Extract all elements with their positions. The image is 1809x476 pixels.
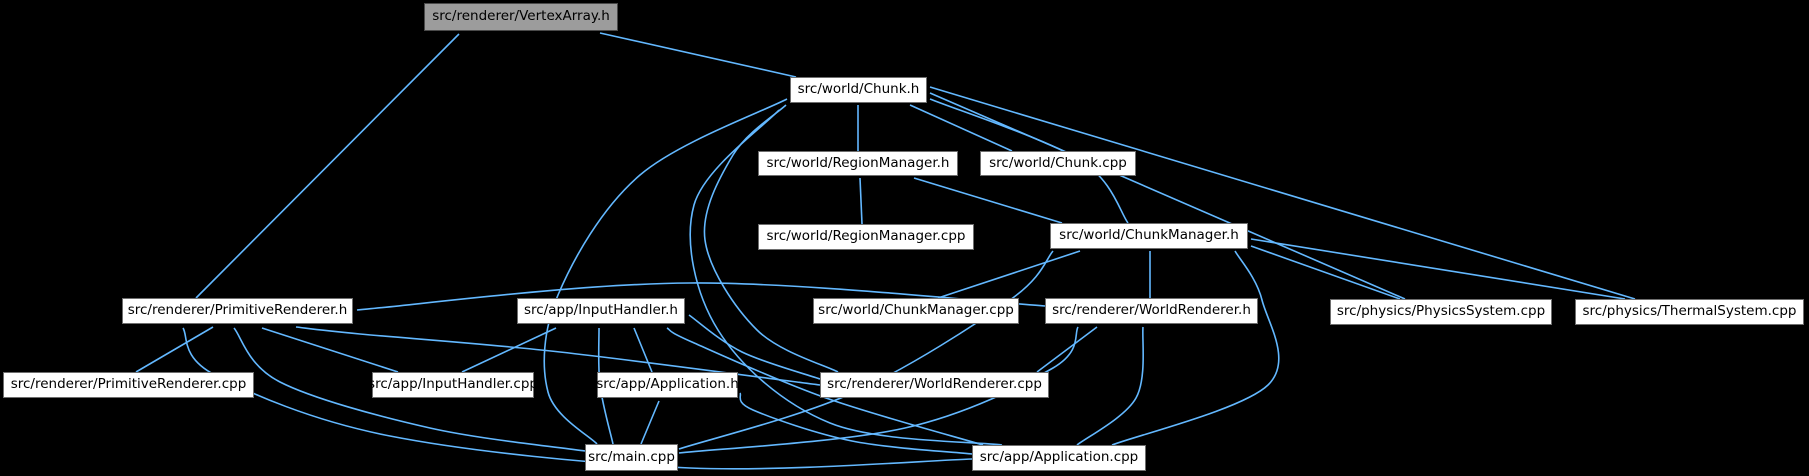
edge-application_cpp-to-primitiverenderer_h xyxy=(182,327,973,470)
graph-node-worldrenderer_cpp[interactable]: src/renderer/WorldRenderer.cpp xyxy=(820,372,1049,398)
graph-node-regionmanager_h[interactable]: src/world/RegionManager.h xyxy=(758,151,958,176)
graph-node-worldrenderer_h[interactable]: src/renderer/WorldRenderer.h xyxy=(1045,298,1258,324)
edge-chunk_h-to-vertexarray_h xyxy=(599,32,797,78)
graph-node-inputhandler_h[interactable]: src/app/InputHandler.h xyxy=(517,298,685,324)
graph-node-chunk_cpp[interactable]: src/world/Chunk.cpp xyxy=(980,151,1136,176)
graph-node-regionmanager_cpp[interactable]: src/world/RegionManager.cpp xyxy=(758,224,974,250)
graph-node-vertexarray_h[interactable]: src/renderer/VertexArray.h xyxy=(424,3,618,31)
graph-node-inputhandler_cpp[interactable]: src/app/InputHandler.cpp xyxy=(368,372,538,398)
edge-application_cpp-to-chunk_h xyxy=(689,109,1003,446)
graph-node-chunk_h[interactable]: src/world/Chunk.h xyxy=(790,77,927,103)
edge-application_h-to-inputhandler_h xyxy=(633,327,653,373)
edge-application_cpp-to-application_h xyxy=(739,392,973,455)
edge-application_cpp-to-worldrenderer_h xyxy=(1076,326,1145,446)
graph-node-main_cpp[interactable]: src/main.cpp xyxy=(585,444,678,471)
graph-node-thermalsystem_cpp[interactable]: src/physics/ThermalSystem.cpp xyxy=(1575,299,1804,325)
edge-thermalsystem_cpp-to-chunkmanager_h xyxy=(1250,238,1626,300)
graph-node-physicssystem_cpp[interactable]: src/physics/PhysicsSystem.cpp xyxy=(1330,299,1552,325)
edge-main_cpp-to-worldrenderer_h xyxy=(678,326,1079,454)
graph-node-chunkmanager_h[interactable]: src/world/ChunkManager.h xyxy=(1050,223,1248,249)
graph-node-chunkmanager_cpp[interactable]: src/world/ChunkManager.cpp xyxy=(813,298,1019,324)
edge-physicssystem_cpp-to-chunk_h xyxy=(929,92,1406,300)
edge-inputhandler_cpp-to-primitiverenderer_h xyxy=(261,327,399,373)
edge-regionmanager_cpp-to-regionmanager_h xyxy=(859,177,863,225)
edge-worldrenderer_cpp-to-inputhandler_h xyxy=(688,314,821,380)
edge-thermalsystem_cpp-to-chunk_h xyxy=(929,86,1636,300)
edge-main_cpp-to-chunkmanager_h xyxy=(678,250,1054,450)
edge-chunk_cpp-to-chunk_h xyxy=(909,104,1013,152)
edge-chunkmanager_cpp-to-chunkmanager_h xyxy=(937,250,1081,299)
edge-application_cpp-to-chunkmanager_h xyxy=(1111,250,1280,446)
edge-primitiverenderer_cpp-to-primitiverenderer_h xyxy=(135,326,214,373)
edge-primitiverenderer_h-to-vertexarray_h xyxy=(195,33,460,299)
edge-main_cpp-to-chunk_h xyxy=(543,98,788,445)
edge-chunkmanager_h-to-regionmanager_h xyxy=(913,177,1063,224)
graph-node-application_h[interactable]: src/app/Application.h xyxy=(596,372,739,398)
graph-node-primitiverenderer_cpp[interactable]: src/renderer/PrimitiveRenderer.cpp xyxy=(3,372,254,398)
graph-node-application_cpp[interactable]: src/app/Application.cpp xyxy=(972,445,1146,471)
edge-main_cpp-to-primitiverenderer_h xyxy=(233,327,586,452)
edge-inputhandler_cpp-to-inputhandler_h xyxy=(461,327,557,373)
edge-physicssystem_cpp-to-chunkmanager_h xyxy=(1250,245,1401,300)
graph-node-primitiverenderer_h[interactable]: src/renderer/PrimitiveRenderer.h xyxy=(122,298,353,324)
edge-main_cpp-to-application_h xyxy=(640,400,660,445)
edge-worldrenderer_cpp-to-worldrenderer_h xyxy=(1036,326,1098,373)
edge-application_cpp-to-inputhandler_h xyxy=(666,327,984,446)
